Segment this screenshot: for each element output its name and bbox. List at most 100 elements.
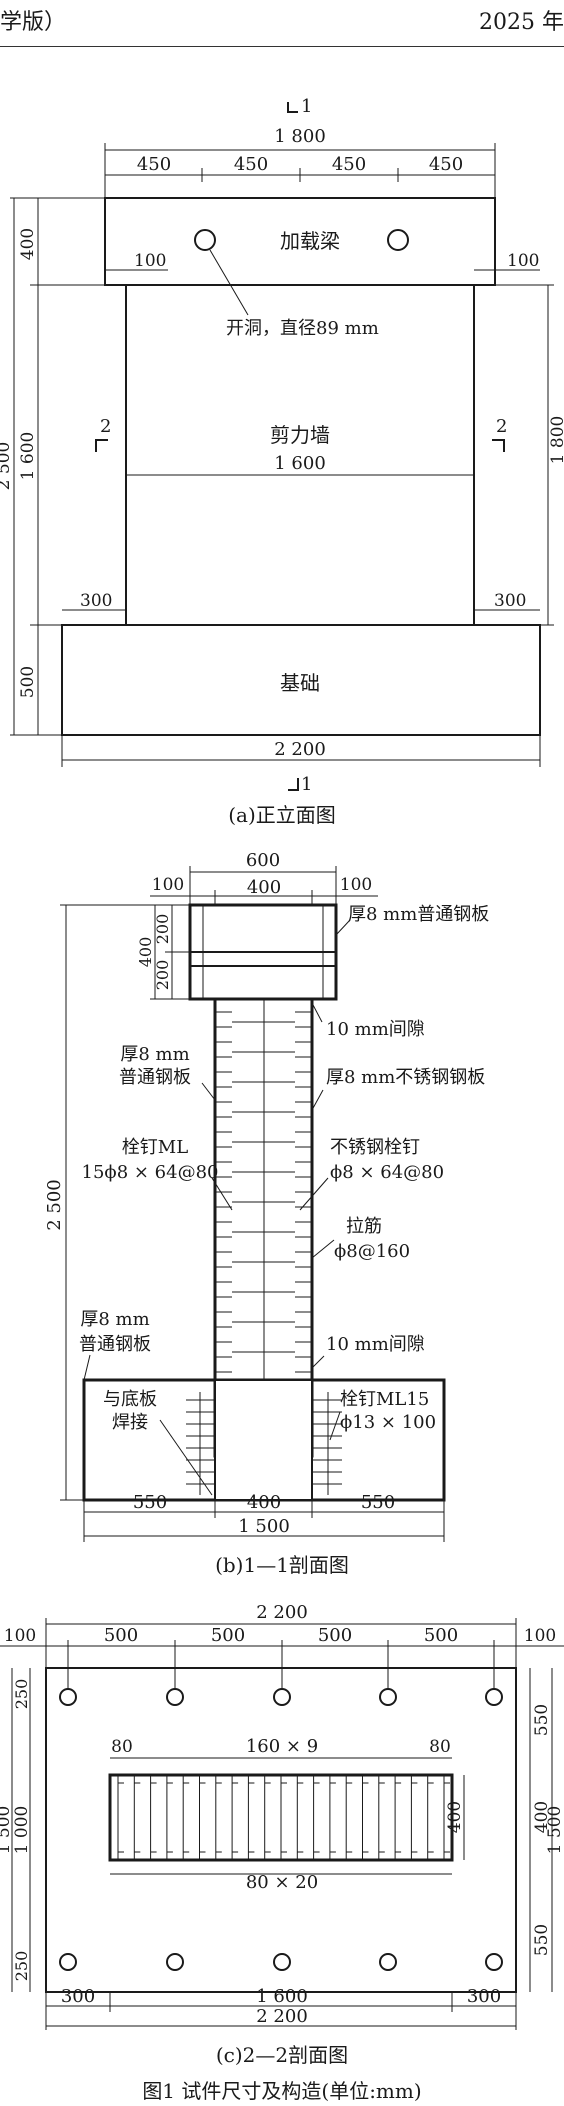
label-tie-1: 拉筋 bbox=[346, 1216, 382, 1237]
dim-left-2500: 2 500 bbox=[0, 442, 14, 491]
label-plate-left-2: 普通钢板 bbox=[119, 1067, 191, 1088]
label-plate-left-1: 厚8 mm bbox=[120, 1044, 189, 1065]
dim-300-right: 300 bbox=[494, 591, 526, 611]
fig-a-elevation: 1 1 800 450 450 450 450 加载梁 开洞，直径89 mm 1… bbox=[0, 96, 564, 827]
section-2-label-right: 2 bbox=[496, 416, 507, 437]
beam-hole-left bbox=[194, 229, 216, 251]
anchor-hole bbox=[485, 1953, 503, 1971]
section-1-label-top: 1 bbox=[301, 96, 312, 117]
label-stud-2: 15ϕ8 × 64@80 bbox=[82, 1162, 219, 1183]
dim-2500-b: 2 500 bbox=[44, 1179, 65, 1231]
label-weld-2: 焊接 bbox=[112, 1412, 148, 1433]
dim-1500: 1 500 bbox=[238, 1516, 290, 1537]
dim-right-1800: 1 800 bbox=[548, 416, 564, 465]
dim-400-b: 400 bbox=[247, 1492, 281, 1513]
label-stud15-2: ϕ13 × 100 bbox=[340, 1412, 436, 1433]
dim-right-1500: 1 500 bbox=[545, 1806, 564, 1855]
dim-80-l: 80 bbox=[111, 1737, 133, 1757]
dim-left-1600: 1 600 bbox=[18, 432, 38, 481]
dim-2200-bottom: 2 200 bbox=[256, 2006, 308, 2027]
dim-100-left: 100 bbox=[134, 251, 166, 271]
foundation bbox=[61, 624, 541, 736]
anchor-hole bbox=[379, 1688, 397, 1706]
dim-450-3: 450 bbox=[332, 154, 366, 175]
section-1-label-bottom: 1 bbox=[301, 774, 312, 795]
dim-100-right: 100 bbox=[507, 251, 539, 271]
dim-right-400: 400 bbox=[532, 1801, 552, 1833]
dim-left-400: 400 bbox=[18, 228, 38, 260]
header-rule bbox=[0, 46, 564, 47]
caption-b: (b)1—1剖面图 bbox=[215, 1553, 349, 1577]
dim-450-1: 450 bbox=[137, 154, 171, 175]
dim-550-l: 550 bbox=[133, 1492, 167, 1513]
dim-300-r-c: 300 bbox=[467, 1986, 501, 2007]
dim-300-left: 300 bbox=[80, 591, 112, 611]
dim-2200-top: 2 200 bbox=[256, 1602, 308, 1623]
anchor-hole bbox=[379, 1953, 397, 1971]
dim-200-b: 200 bbox=[153, 960, 172, 991]
section-2-label-left: 2 bbox=[100, 416, 111, 437]
fig-c-plan: 2 200 100 500 500 500 500 100 80 160 × 9… bbox=[0, 1602, 564, 2067]
anchor-hole bbox=[273, 1688, 291, 1706]
label-weld-1: 与底板 bbox=[103, 1389, 157, 1410]
dim-450-2: 450 bbox=[234, 154, 268, 175]
dim-450-4: 450 bbox=[429, 154, 463, 175]
label-gap-low: 10 mm间隙 bbox=[326, 1334, 425, 1355]
dim-80x20: 80 × 20 bbox=[246, 1872, 318, 1893]
dim-600: 600 bbox=[246, 850, 280, 871]
anchor-hole bbox=[166, 1953, 184, 1971]
dim-500-4: 500 bbox=[424, 1625, 458, 1646]
dim-1600-c: 1 600 bbox=[256, 1986, 308, 2007]
foundation-studs bbox=[186, 1392, 342, 1495]
section-1-mark-top bbox=[287, 102, 298, 113]
dim-left-250-t: 250 bbox=[12, 1679, 31, 1710]
dim-right-550-b: 550 bbox=[532, 1924, 552, 1956]
label-ss-stud-2: ϕ8 × 64@80 bbox=[330, 1162, 444, 1183]
label-plate-low-1: 厚8 mm bbox=[80, 1309, 149, 1330]
label-plate-top: 厚8 mm普通钢板 bbox=[348, 904, 489, 925]
anchor-holes bbox=[59, 1668, 503, 1971]
dim-550-r: 550 bbox=[361, 1492, 395, 1513]
caption-c: (c)2—2剖面图 bbox=[216, 2043, 348, 2067]
section-1-mark-bottom bbox=[288, 778, 299, 791]
dim-1800-top: 1 800 bbox=[274, 126, 326, 147]
label-stud15-1: 栓钉ML15 bbox=[340, 1389, 429, 1410]
beam-plate bbox=[189, 951, 337, 967]
dim-100-l-c: 100 bbox=[4, 1626, 36, 1646]
anchor-hole bbox=[273, 1953, 291, 1971]
hole-label: 开洞，直径89 mm bbox=[226, 318, 379, 339]
dim-80-r: 80 bbox=[429, 1737, 451, 1757]
dim-200-a: 200 bbox=[153, 914, 172, 945]
beam-label: 加载梁 bbox=[280, 229, 340, 253]
dim-2200-base: 2 200 bbox=[274, 739, 326, 760]
label-plate-low-2: 普通钢板 bbox=[79, 1334, 151, 1355]
anchor-hole bbox=[485, 1688, 503, 1706]
dim-left-1500: 1 500 bbox=[0, 1806, 14, 1855]
dim-100-r: 100 bbox=[340, 875, 372, 895]
wall-plan-studs bbox=[117, 1775, 450, 1860]
dim-160x9: 160 × 9 bbox=[246, 1736, 318, 1757]
section-2-mark-right bbox=[492, 439, 505, 452]
wall-label: 剪力墙 bbox=[270, 423, 330, 447]
label-stud-1: 栓钉ML bbox=[122, 1137, 188, 1158]
dim-500-2: 500 bbox=[211, 1625, 245, 1646]
dim-500-1: 500 bbox=[104, 1625, 138, 1646]
label-gap-top: 10 mm间隙 bbox=[326, 1019, 425, 1040]
dim-300-l-c: 300 bbox=[61, 1986, 95, 2007]
fig-b-section: 600 100 400 100 200 200 400 bbox=[44, 850, 489, 1577]
anchor-hole bbox=[166, 1688, 184, 1706]
dim-left-1000: 1 000 bbox=[12, 1806, 32, 1855]
dim-right-550-t: 550 bbox=[532, 1704, 552, 1736]
label-tie-2: ϕ8@160 bbox=[334, 1241, 410, 1262]
dim-100-l: 100 bbox=[152, 875, 184, 895]
hole-leader bbox=[209, 249, 249, 316]
figure-caption: 图1 试件尺寸及构造(单位:mm) bbox=[142, 2079, 421, 2103]
dim-500-3: 500 bbox=[318, 1625, 352, 1646]
foundation-label: 基础 bbox=[280, 671, 320, 695]
dim-inner-400: 400 bbox=[445, 1801, 465, 1833]
dim-left-500: 500 bbox=[18, 666, 38, 698]
label-ss-plate: 厚8 mm不锈钢钢板 bbox=[326, 1067, 485, 1088]
dim-400: 400 bbox=[247, 877, 281, 898]
label-ss-stud-1: 不锈钢栓钉 bbox=[330, 1137, 420, 1158]
anchor-hole bbox=[59, 1688, 77, 1706]
